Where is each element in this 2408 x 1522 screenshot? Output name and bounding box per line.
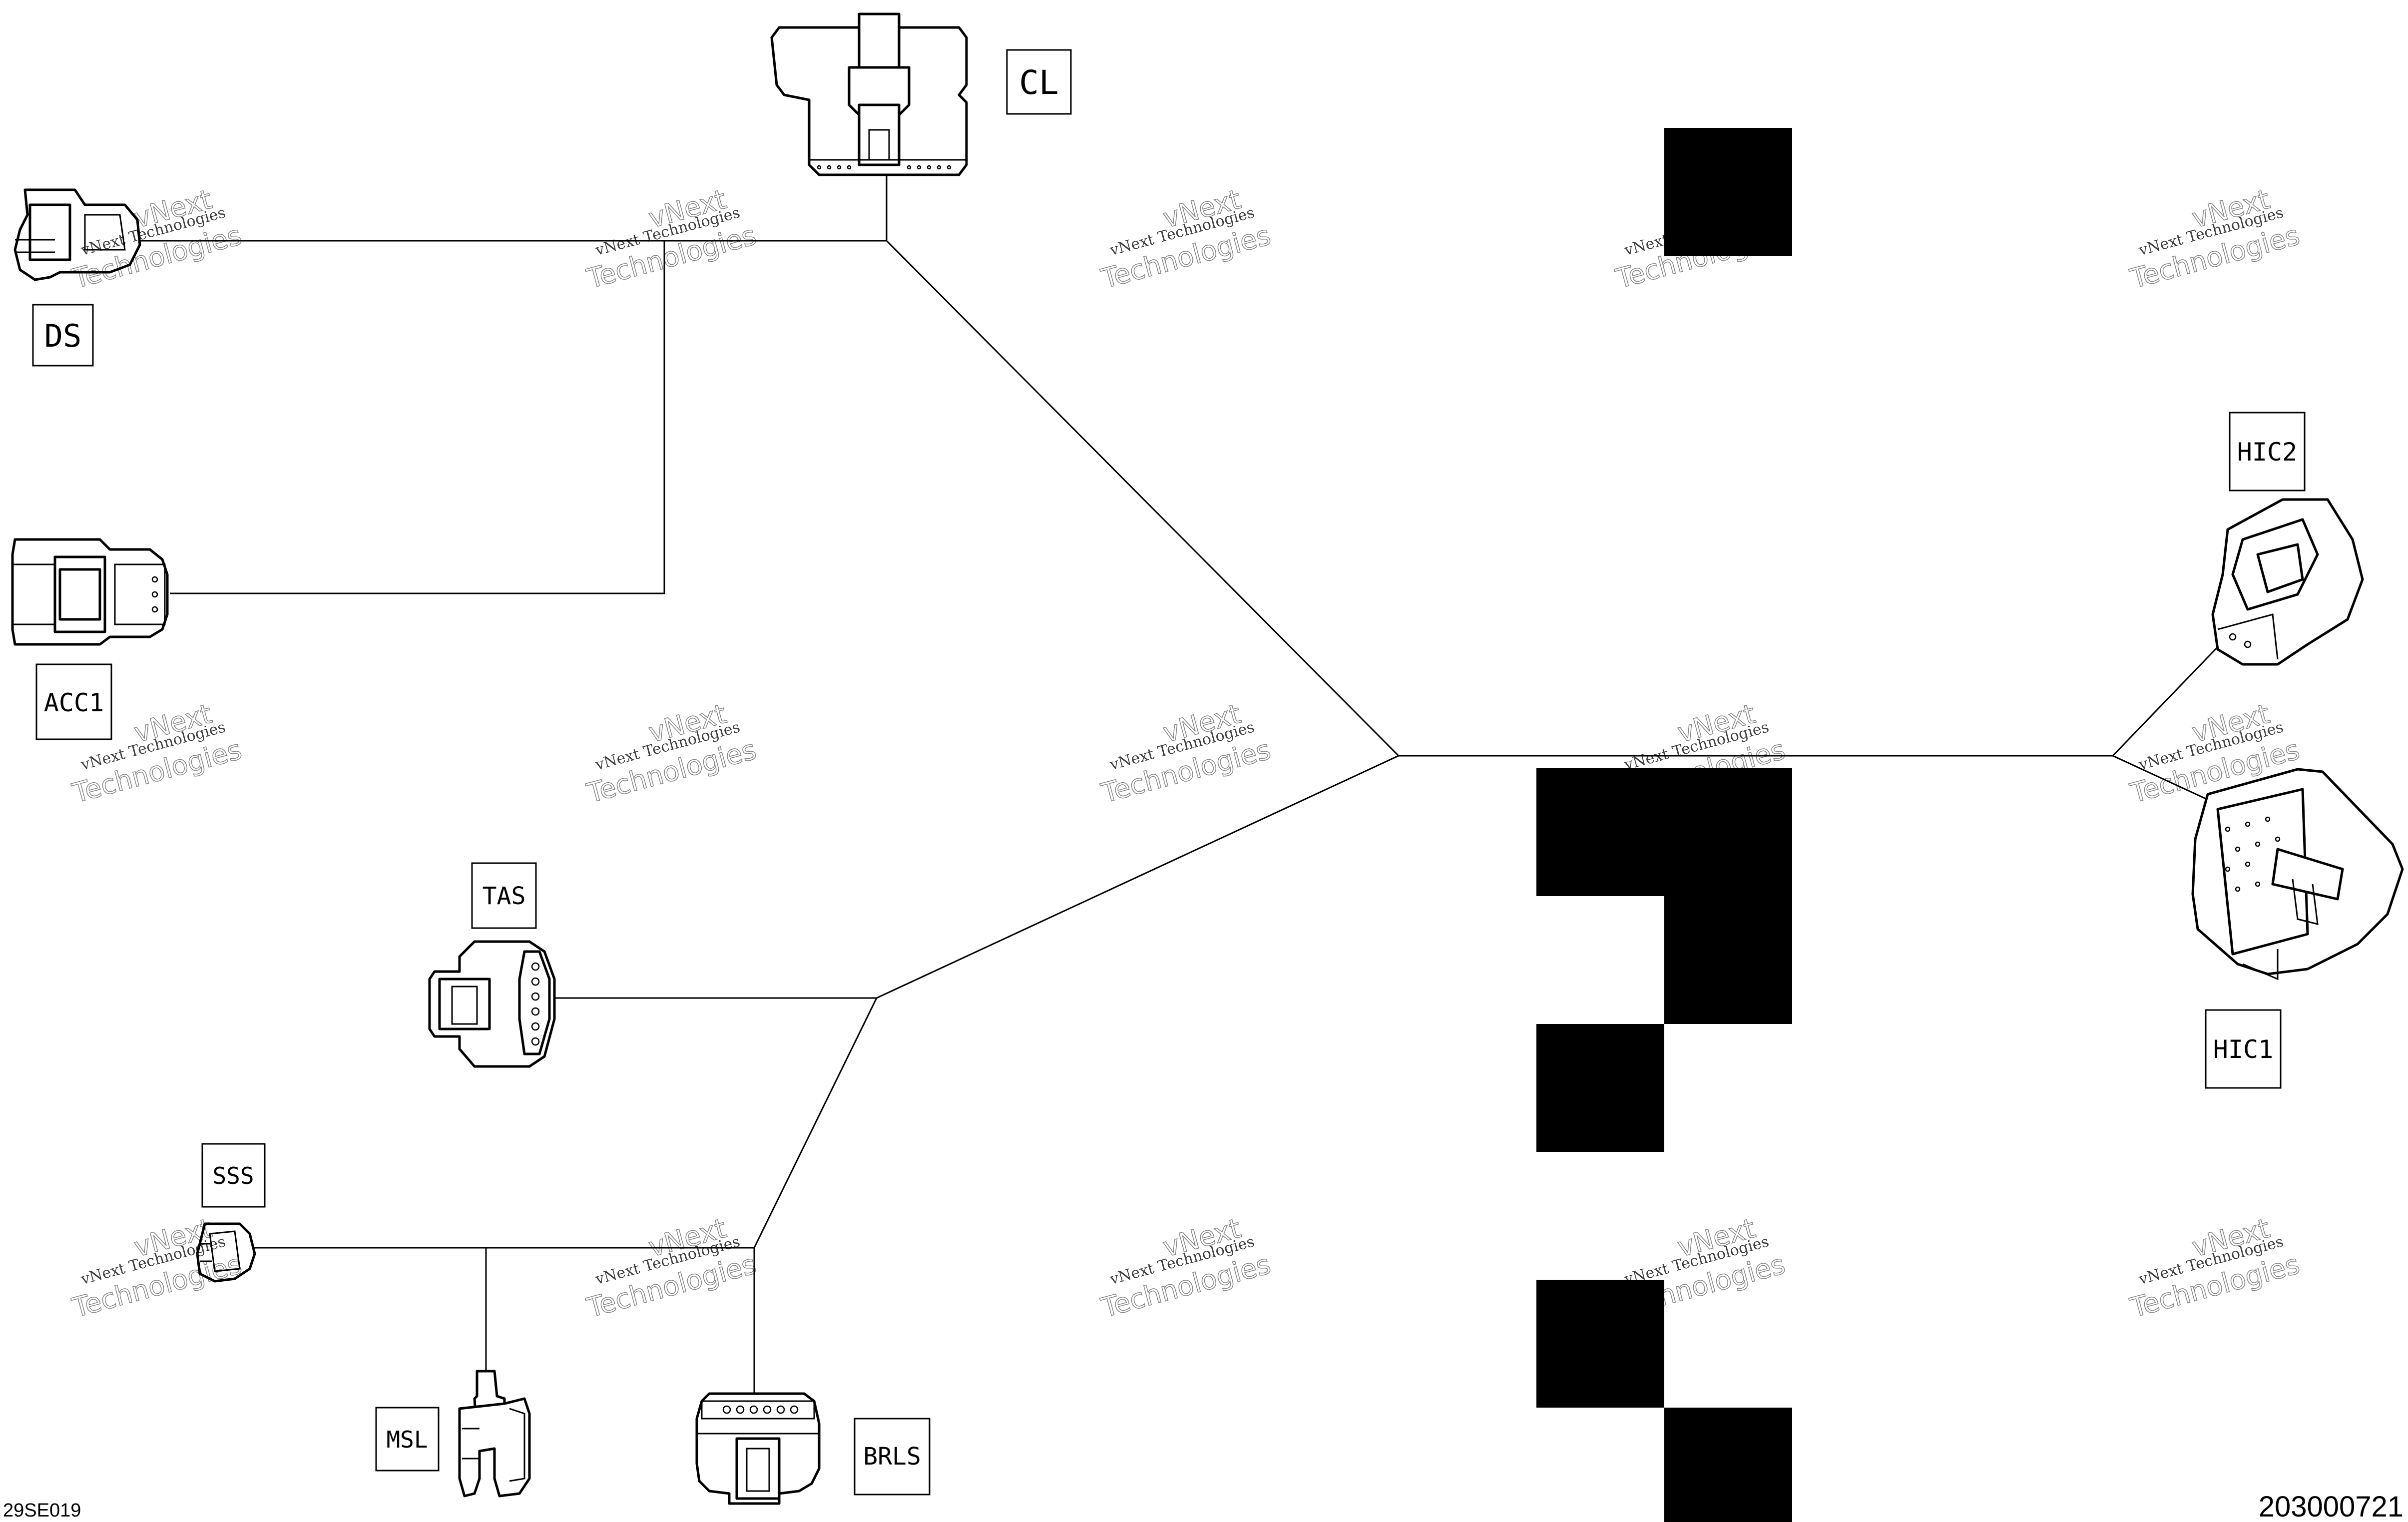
label-ds: DS xyxy=(32,304,94,367)
label-cl-text: CL xyxy=(1019,63,1058,102)
wire-tas-sss xyxy=(753,998,878,1248)
wire-cl-junction xyxy=(886,240,1400,757)
redaction-block-4 xyxy=(1536,1024,1664,1152)
label-brls: BRLS xyxy=(854,1418,931,1496)
redaction-block-1 xyxy=(1664,128,1792,256)
footer-left-code: 29SE019 xyxy=(3,1500,81,1521)
label-msl: MSL xyxy=(375,1407,440,1472)
connector-labels: CL DS ACC1 HIC2 HIC1 TAS SSS MSL xyxy=(32,49,2306,1496)
wire-hic1 xyxy=(2112,755,2218,805)
connector-msl xyxy=(458,1370,531,1498)
label-msl-text: MSL xyxy=(386,1426,428,1453)
label-acc1: ACC1 xyxy=(35,663,112,740)
label-sss-text: SSS xyxy=(212,1162,254,1189)
connector-brls xyxy=(695,1392,821,1505)
redaction-block-2 xyxy=(1536,768,1792,896)
label-tas: TAS xyxy=(471,862,537,929)
redaction-block-3 xyxy=(1664,896,1792,1024)
redaction-block-5 xyxy=(1536,1280,1664,1408)
connector-acc1 xyxy=(11,538,169,646)
redaction-blocks xyxy=(1536,128,1792,1522)
connector-hic1 xyxy=(2191,768,2404,981)
label-hic1-text: HIC1 xyxy=(2213,1035,2273,1064)
wire-hic2 xyxy=(2112,643,2221,757)
label-tas-text: TAS xyxy=(482,882,526,910)
connector-tas xyxy=(428,940,556,1068)
label-cl: CL xyxy=(1006,49,1072,115)
label-acc1-text: ACC1 xyxy=(44,688,104,717)
connector-hic2 xyxy=(2211,498,2364,666)
connector-ds xyxy=(13,188,141,281)
label-hic1: HIC1 xyxy=(2205,1009,2282,1089)
label-hic2-text: HIC2 xyxy=(2237,438,2297,467)
harness-wires xyxy=(135,172,2221,1394)
label-ds-text: DS xyxy=(44,318,82,354)
label-hic2: HIC2 xyxy=(2229,412,2306,492)
connector-cl-pins xyxy=(817,165,952,170)
label-sss: SSS xyxy=(201,1143,266,1208)
connector-sss xyxy=(196,1222,256,1283)
footer-right-code: 203000721 xyxy=(2259,1491,2404,1522)
redaction-block-6 xyxy=(1664,1408,1792,1522)
wire-junction-tas xyxy=(876,755,1399,999)
connector-cl xyxy=(770,12,968,176)
label-brls-text: BRLS xyxy=(863,1443,921,1471)
wire-acc1 xyxy=(170,241,665,594)
connector-hic1-pins xyxy=(2225,816,2281,892)
